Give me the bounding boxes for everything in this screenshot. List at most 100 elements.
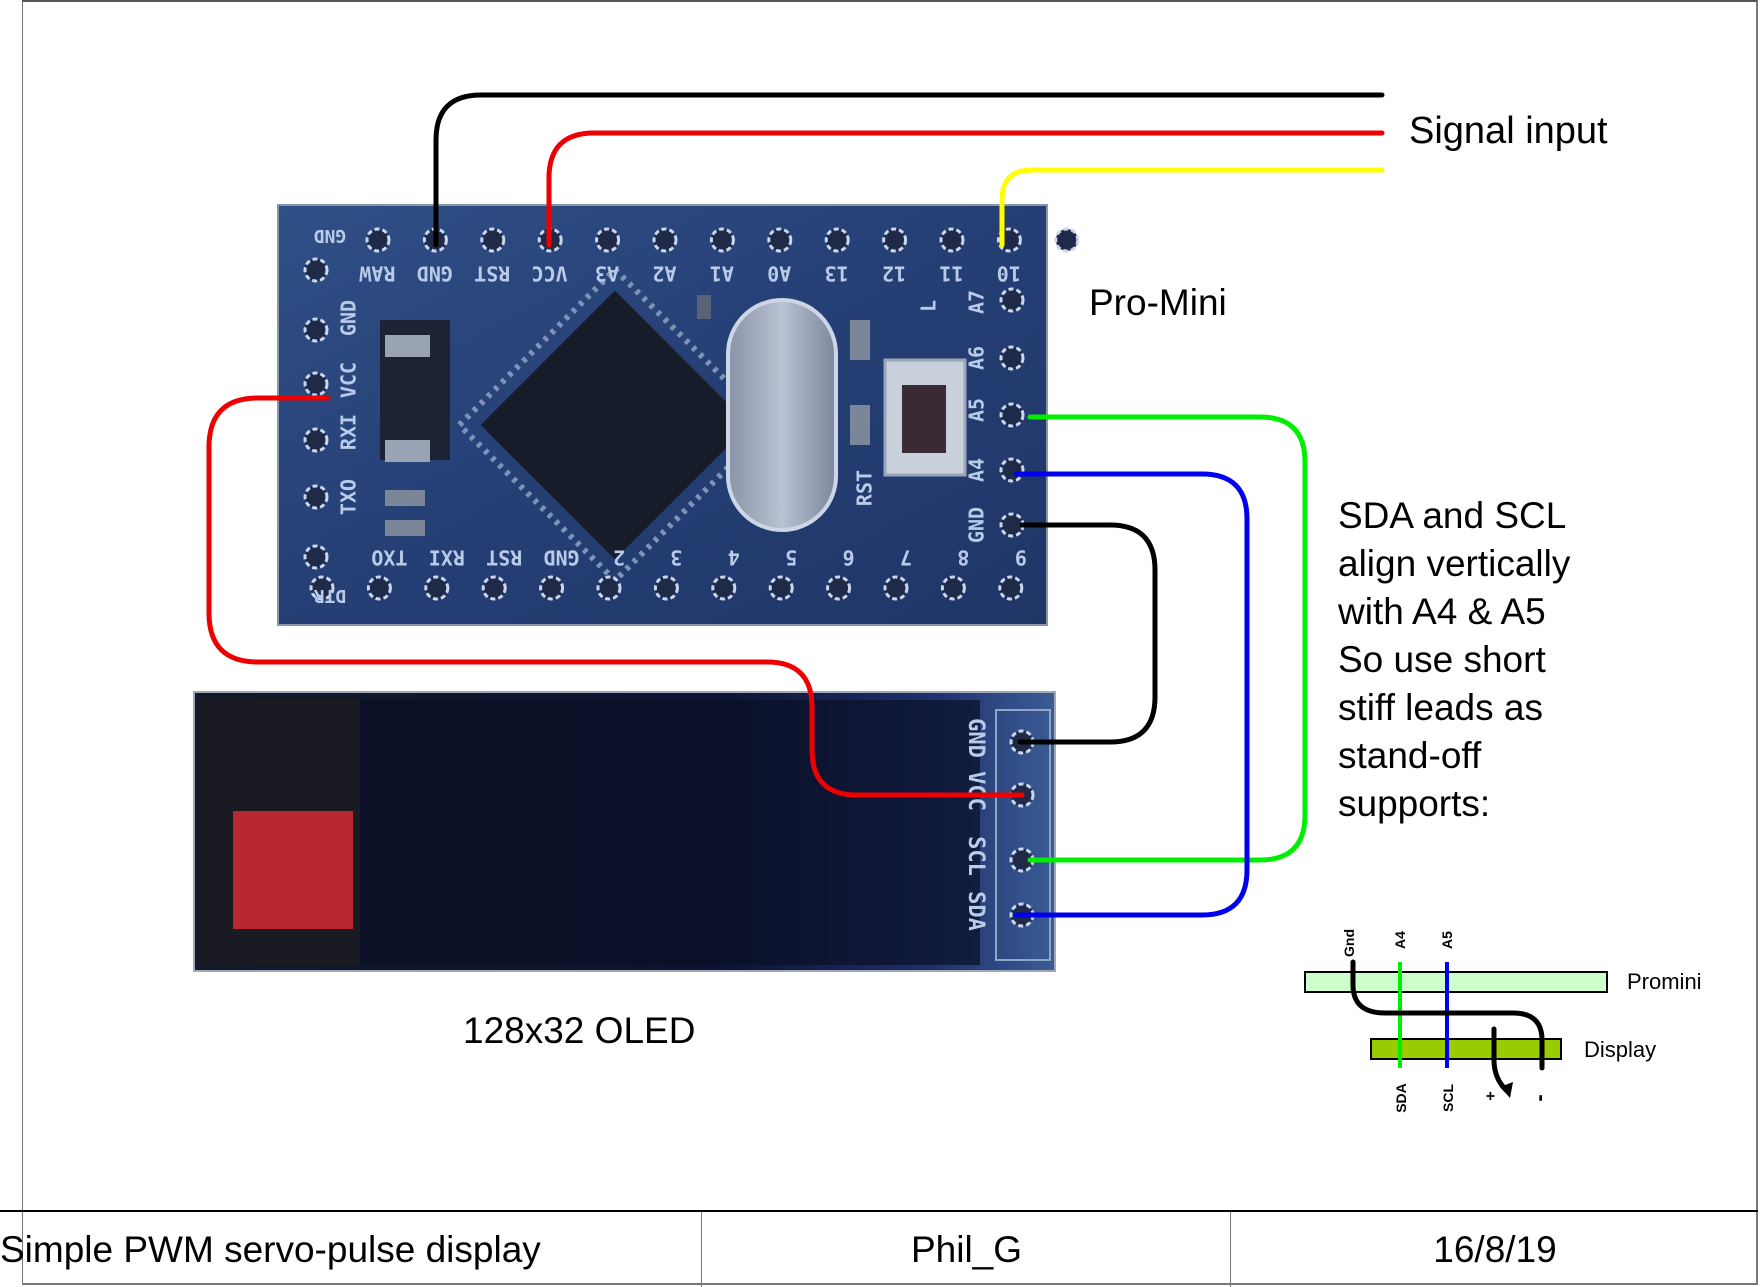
side-view-a4-label: A4 [1391, 931, 1408, 949]
side-view-scl-label: SCL [1440, 1084, 1456, 1112]
smd-part [385, 440, 430, 462]
pin-hole [711, 575, 737, 601]
side-view-minus-label: - [1526, 1094, 1552, 1102]
pin-hole [481, 575, 507, 601]
pin-label: A0 [767, 262, 791, 286]
wire-vcc-to-oled [206, 395, 1025, 798]
pin-label: GND [965, 507, 989, 543]
pin-hole [303, 427, 329, 453]
pin-label: RAW [358, 262, 395, 286]
pin-hole [539, 575, 565, 601]
signal-input-label: Signal input [1409, 110, 1608, 152]
side-view-display-label: Display [1584, 1037, 1657, 1062]
wire-signal-ground [433, 92, 1385, 248]
drawing-author: Phil_G [910, 1228, 1023, 1270]
pin-label: A3 [595, 262, 619, 286]
smd-part [385, 520, 425, 536]
pin-hole [424, 575, 450, 601]
pin-label: RXI [337, 414, 361, 450]
pin-hole [882, 227, 908, 253]
pin-label: DTR [314, 585, 347, 606]
pin-label: GND [314, 225, 347, 246]
pin-hole [303, 317, 329, 343]
wire-signal-pulse [999, 167, 1385, 248]
pin-hole [653, 575, 679, 601]
pin-hole [595, 227, 621, 253]
pin-hole [303, 257, 329, 283]
side-view-plus-label: + [1482, 1091, 1500, 1101]
smd-part [385, 335, 430, 357]
pin-label: A4 [965, 458, 989, 482]
smd-part [850, 320, 870, 360]
pin-label: A2 [652, 262, 676, 286]
oled-screen [360, 700, 980, 965]
pin-hole [303, 484, 329, 510]
pin-label: A7 [965, 290, 989, 314]
pin-label: A6 [965, 346, 989, 370]
note-line: with A4 & A5 [1338, 591, 1546, 632]
pin-label: GND [417, 262, 453, 286]
drawing-title: Simple PWM servo-pulse display [0, 1228, 541, 1270]
pin-label: 7 [900, 546, 912, 570]
pin-label: RST [474, 262, 510, 286]
note-line: supports: [1338, 783, 1491, 824]
side-view-display-bar [1370, 1038, 1562, 1060]
wire-gnd-to-oled [1017, 522, 1158, 745]
note-line: stand-off [1338, 735, 1482, 776]
led-label: L [917, 300, 941, 312]
pin-label: VCC [337, 362, 361, 398]
pin-label: GND [544, 546, 580, 570]
pin-hole [999, 402, 1025, 428]
pin-label: 13 [825, 262, 849, 286]
pin-label: GND [337, 300, 361, 336]
note-line: So use short [1338, 639, 1546, 680]
side-view-a5-label: A5 [1438, 931, 1455, 949]
oled-label: 128x32 OLED [463, 1010, 696, 1051]
pin-hole [709, 227, 735, 253]
pin-hole [999, 345, 1025, 371]
pin-hole [999, 457, 1025, 483]
pin-label: 4 [728, 546, 740, 570]
crystal [726, 298, 838, 532]
side-view-promini-label: Promini [1627, 969, 1702, 994]
pin-hole [998, 575, 1024, 601]
wires [206, 92, 1385, 918]
pin-hole [303, 544, 329, 570]
wire-signal-power [546, 130, 1385, 248]
note-line: stiff leads as [1338, 687, 1543, 728]
rst-label: RST [853, 470, 877, 506]
reset-button-cap [902, 385, 946, 453]
pin-hole [1054, 227, 1080, 253]
pin-label: 11 [939, 262, 963, 286]
smd-part [385, 490, 425, 506]
pin-hole [303, 371, 329, 397]
pin-hole [883, 575, 909, 601]
pin-label: 6 [843, 546, 855, 570]
pin-label: 9 [1015, 546, 1027, 570]
oled-pin-label: SCL [963, 836, 988, 876]
title-block: Simple PWM servo-pulse display Phil_G 16… [0, 1210, 1758, 1287]
pin-label: RXI [429, 546, 465, 570]
oled-tape [233, 811, 353, 929]
date-cell: 16/8/19 [1230, 1212, 1759, 1287]
smd-part [697, 295, 711, 319]
pin-hole [824, 227, 850, 253]
pin-label: 2 [613, 546, 625, 570]
pin-label: VCC [532, 262, 568, 286]
side-view-sda-label: SDA [1392, 1083, 1409, 1113]
side-view-promini-bar [1304, 971, 1608, 993]
pin-hole [596, 575, 622, 601]
author-cell: Phil_G [701, 1212, 1231, 1287]
oled-pin-label: GND [963, 718, 988, 758]
pin-label: RST [486, 546, 522, 570]
pin-hole [652, 227, 678, 253]
pin-hole [940, 575, 966, 601]
drawing-frame [22, 0, 1758, 1285]
pin-hole [999, 287, 1025, 313]
pro-mini-pin-holes [303, 227, 1080, 601]
pin-hole [480, 227, 506, 253]
